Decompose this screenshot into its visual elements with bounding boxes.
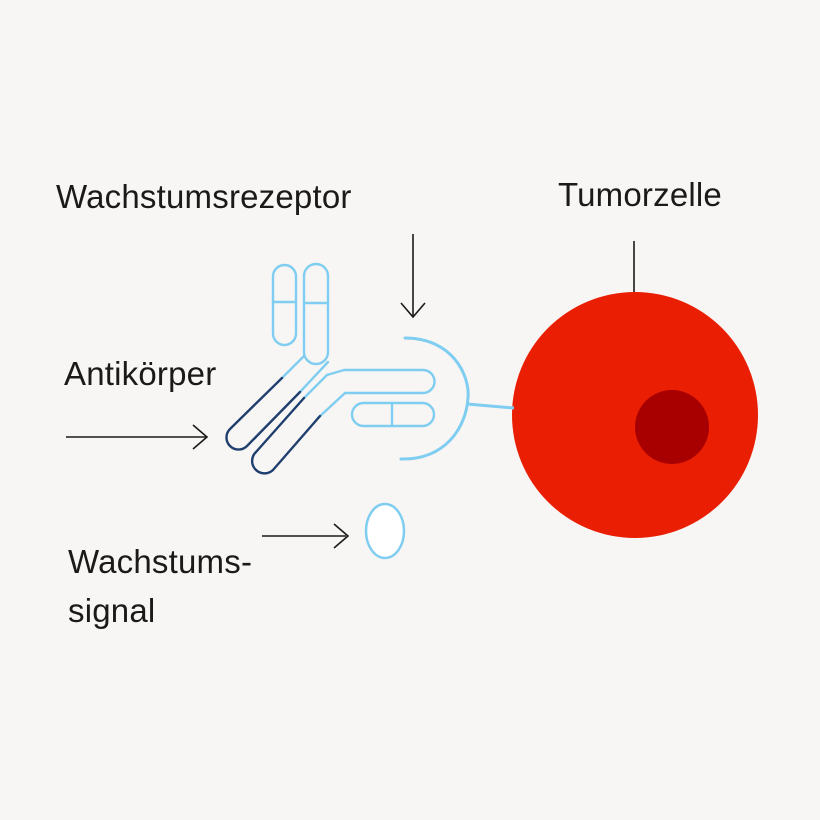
signal-pointer-arrow bbox=[262, 523, 350, 549]
growth-signal-label: Wachstums- signal bbox=[68, 537, 252, 635]
receptor-pointer-arrow bbox=[400, 234, 426, 319]
growth-signal-label-line1: Wachstums- bbox=[68, 543, 253, 580]
antibody-hinge bbox=[280, 354, 330, 400]
tumor-nucleus bbox=[635, 390, 709, 464]
antibody-stem bbox=[225, 376, 322, 475]
antibody-upper-arms bbox=[271, 262, 330, 366]
tumor-cell bbox=[512, 292, 758, 538]
antibody-right-arms bbox=[316, 368, 436, 428]
antibody bbox=[225, 262, 436, 475]
antibody-label: Antikörper bbox=[64, 355, 217, 392]
growth-signal bbox=[364, 502, 406, 560]
growth-signal-label-line2: signal bbox=[68, 592, 156, 629]
growth-receptor-label: Wachstumsrezeptor bbox=[56, 178, 352, 215]
growth-receptor bbox=[399, 336, 470, 461]
antibody-pointer-arrow bbox=[66, 424, 209, 450]
tumor-cell-label: Tumorzelle bbox=[558, 176, 722, 213]
receptor-stalk bbox=[466, 402, 515, 410]
